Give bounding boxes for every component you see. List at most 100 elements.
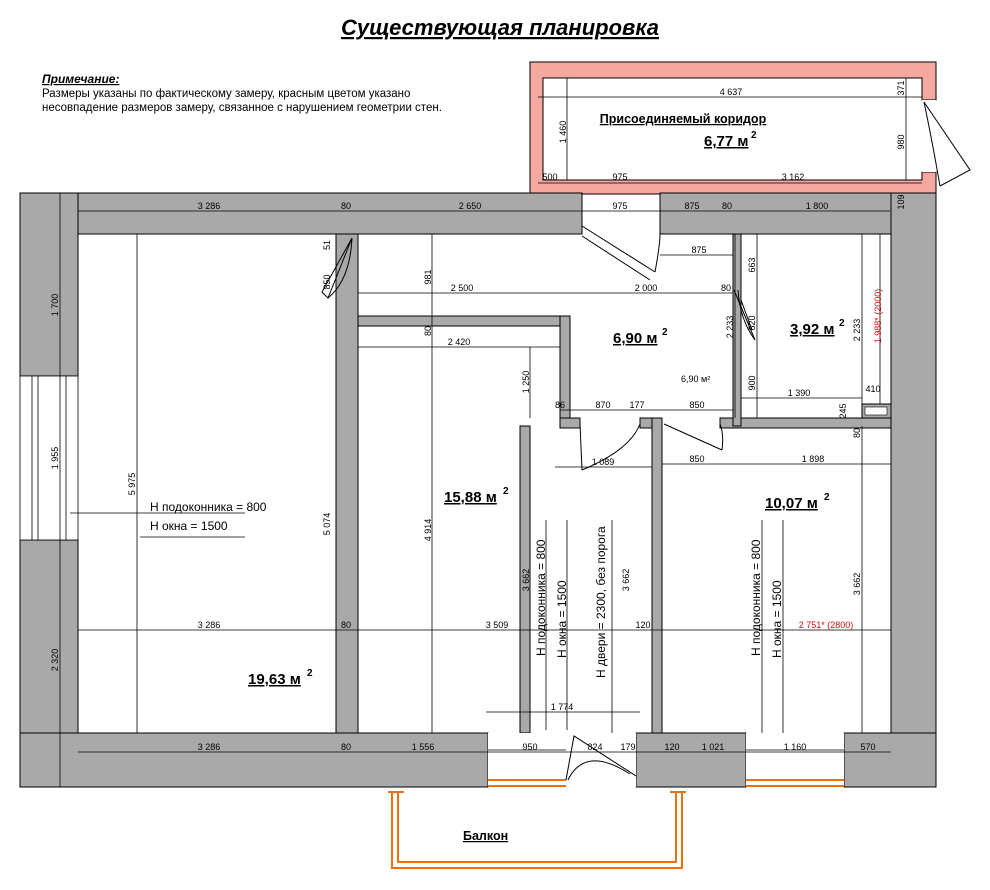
svg-text:3 286: 3 286 xyxy=(198,742,221,752)
svg-text:3 286: 3 286 xyxy=(198,201,221,211)
mid-room-area: 15,88 м 2 xyxy=(444,486,509,506)
doors xyxy=(321,101,971,781)
note-line-1: Размеры указаны по фактическому замеру, … xyxy=(42,88,410,100)
mid-window-height: Н окна = 1500 xyxy=(555,580,569,658)
svg-text:3 662: 3 662 xyxy=(852,573,862,596)
svg-text:980: 980 xyxy=(896,134,906,149)
svg-text:6,90 м: 6,90 м xyxy=(613,330,657,347)
svg-text:177: 177 xyxy=(629,400,644,410)
svg-text:51: 51 xyxy=(322,240,332,250)
svg-text:981: 981 xyxy=(423,269,433,284)
svg-text:245: 245 xyxy=(838,403,848,418)
svg-text:2 000: 2 000 xyxy=(635,283,658,293)
svg-text:3 662: 3 662 xyxy=(621,569,631,592)
svg-text:80: 80 xyxy=(722,201,732,211)
mid-sill-height: Н подоконника = 800 xyxy=(534,539,548,656)
note-heading: Примечание: xyxy=(42,72,119,86)
balcony-door-height: Н двери = 2300, без порога xyxy=(594,526,608,678)
svg-text:1 460: 1 460 xyxy=(558,121,568,144)
note-line-2: несовпадение размеров замеру, связанное … xyxy=(42,102,442,114)
svg-text:1 021: 1 021 xyxy=(702,742,725,752)
svg-text:1 988* (2000): 1 988* (2000) xyxy=(873,289,883,344)
corridor-label: Присоединяемый коридор xyxy=(600,112,767,126)
svg-text:500: 500 xyxy=(542,172,557,182)
svg-text:975: 975 xyxy=(612,172,627,182)
svg-text:875: 875 xyxy=(684,201,699,211)
svg-text:371: 371 xyxy=(896,80,906,95)
svg-text:3 162: 3 162 xyxy=(782,172,805,182)
balcony-door-opening xyxy=(488,733,636,787)
svg-text:120: 120 xyxy=(664,742,679,752)
svg-text:3 286: 3 286 xyxy=(198,620,221,630)
svg-text:1 160: 1 160 xyxy=(784,742,807,752)
left-window-height: Н окна = 1500 xyxy=(150,519,228,533)
svg-text:120: 120 xyxy=(635,620,650,630)
svg-text:2: 2 xyxy=(839,318,845,329)
right-sill-height: Н подоконника = 800 xyxy=(749,539,763,656)
svg-text:824: 824 xyxy=(587,742,602,752)
svg-text:875: 875 xyxy=(691,245,706,255)
svg-text:1 390: 1 390 xyxy=(788,388,811,398)
balcony xyxy=(388,791,686,869)
svg-text:2: 2 xyxy=(662,327,668,338)
svg-text:6,77 м: 6,77 м xyxy=(704,133,748,150)
balcony-label: Балкон xyxy=(463,829,508,843)
svg-text:80: 80 xyxy=(852,428,862,438)
svg-text:5 975: 5 975 xyxy=(127,473,137,496)
svg-text:2: 2 xyxy=(751,130,757,141)
right-room-area: 10,07 м 2 xyxy=(765,492,830,512)
svg-text:2: 2 xyxy=(503,486,509,497)
dimension-texts: 4 637 500 975 3 162 975 3 286 80 2 650 8… xyxy=(50,80,906,752)
svg-text:10,07 м: 10,07 м xyxy=(765,495,818,512)
svg-text:80: 80 xyxy=(721,283,731,293)
svg-text:1 955: 1 955 xyxy=(50,447,60,470)
svg-text:2 751* (2800): 2 751* (2800) xyxy=(799,620,854,630)
svg-text:15,88 м: 15,88 м xyxy=(444,489,497,506)
svg-text:3 662: 3 662 xyxy=(521,569,531,592)
left-sill-height: Н подоконника = 800 xyxy=(150,500,267,514)
page-title: Существующая планировка xyxy=(341,15,659,40)
hall-area-small: 6,90 м² xyxy=(681,374,710,384)
svg-text:4 637: 4 637 xyxy=(720,87,743,97)
left-window xyxy=(19,375,79,541)
svg-text:850: 850 xyxy=(689,454,704,464)
svg-text:1 556: 1 556 xyxy=(412,742,435,752)
svg-text:870: 870 xyxy=(595,400,610,410)
svg-text:850: 850 xyxy=(322,274,332,289)
svg-text:2 420: 2 420 xyxy=(448,337,471,347)
svg-text:2: 2 xyxy=(824,492,830,503)
svg-text:2 320: 2 320 xyxy=(50,649,60,672)
right-window-height: Н окна = 1500 xyxy=(770,580,784,658)
svg-text:850: 850 xyxy=(689,400,704,410)
svg-text:1 800: 1 800 xyxy=(806,201,829,211)
svg-text:80: 80 xyxy=(341,620,351,630)
left-room-area: 19,63 м 2 xyxy=(248,668,313,688)
svg-text:2 650: 2 650 xyxy=(459,201,482,211)
svg-text:1 774: 1 774 xyxy=(551,702,574,712)
svg-text:1 250: 1 250 xyxy=(521,371,531,394)
svg-text:1 089: 1 089 xyxy=(592,457,615,467)
svg-text:3,92 м: 3,92 м xyxy=(790,321,834,338)
svg-text:950: 950 xyxy=(522,742,537,752)
svg-text:620: 620 xyxy=(747,315,757,330)
svg-text:179: 179 xyxy=(620,742,635,752)
svg-text:975: 975 xyxy=(612,201,627,211)
svg-text:2 233: 2 233 xyxy=(852,319,862,342)
svg-text:570: 570 xyxy=(860,742,875,752)
svg-text:1 898: 1 898 xyxy=(802,454,825,464)
svg-text:80: 80 xyxy=(341,742,351,752)
svg-text:1 700: 1 700 xyxy=(50,294,60,317)
svg-text:663: 663 xyxy=(747,257,757,272)
svg-text:3 509: 3 509 xyxy=(486,620,509,630)
svg-text:2 233: 2 233 xyxy=(725,316,735,339)
bottom-right-window xyxy=(746,733,844,787)
svg-text:410: 410 xyxy=(865,384,880,394)
svg-text:5 074: 5 074 xyxy=(322,513,332,536)
svg-text:109: 109 xyxy=(896,194,906,209)
svg-text:80: 80 xyxy=(341,201,351,211)
outer-walls xyxy=(19,192,937,788)
svg-text:900: 900 xyxy=(747,375,757,390)
corridor-area: 6,77 м 2 xyxy=(704,130,757,150)
dimension-lines xyxy=(59,78,922,787)
